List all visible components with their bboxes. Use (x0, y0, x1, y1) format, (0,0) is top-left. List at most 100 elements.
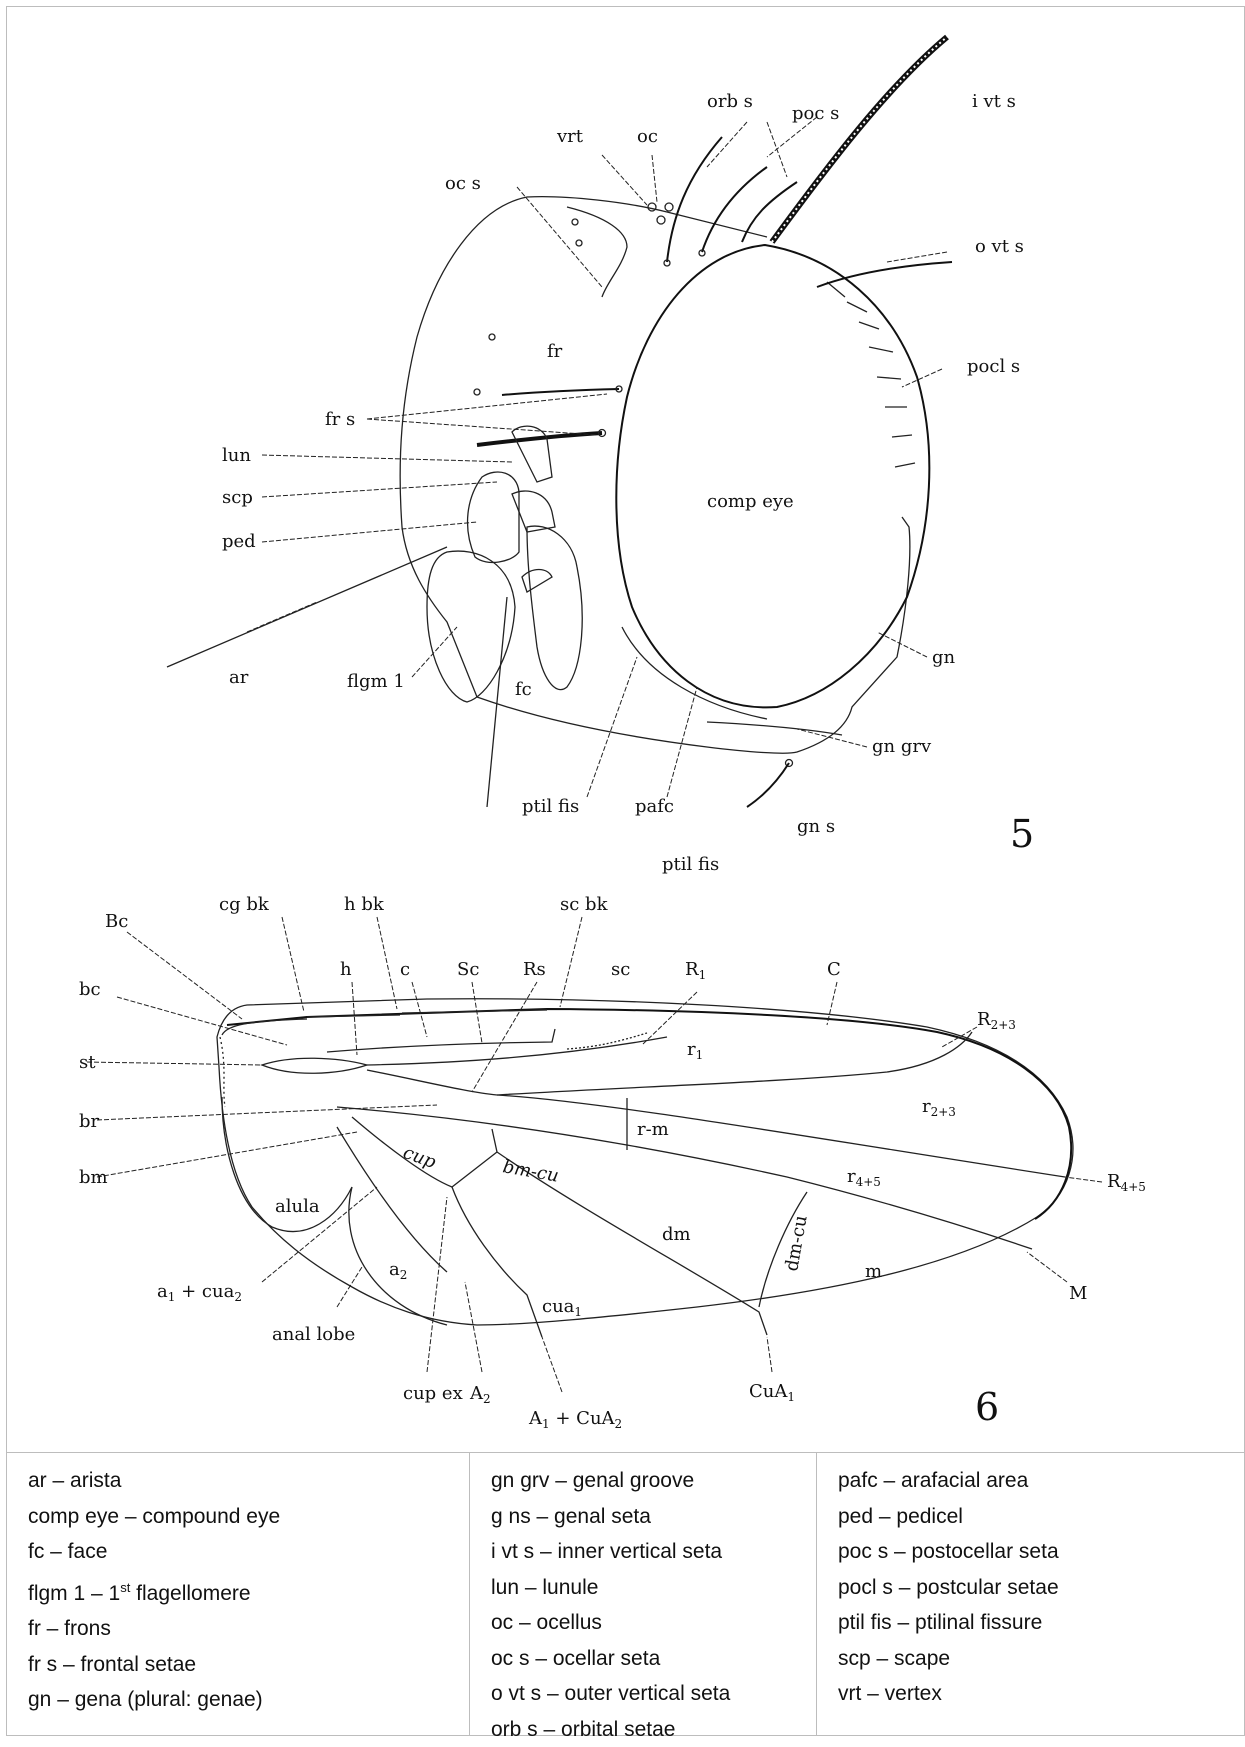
label-R1: R1 (685, 959, 706, 982)
r1-vein (367, 1037, 667, 1065)
label-vrt: vrt (556, 126, 584, 147)
label-A1-CuA2: A1 + CuA2 (528, 1408, 622, 1431)
label-Sc: Sc (457, 959, 479, 980)
label-scp: scp (222, 487, 253, 508)
label-C: C (827, 959, 841, 980)
legend-item: flgm 1 – 1st flagellomere (28, 1570, 469, 1612)
legend-item: gn – gena (plural: genae) (28, 1682, 469, 1718)
label-dm-cu: dm-cu (781, 1214, 811, 1273)
abbreviation-legend: ar – arista comp eye – compound eye fc –… (7, 1452, 1244, 1736)
label-fr-s: fr s (325, 409, 355, 430)
legend-item: gn grv – genal groove (491, 1463, 816, 1499)
label-ptil-fis-2: ptil fis (662, 854, 719, 875)
vertex-ridge (567, 207, 627, 297)
head-diagram: i vt s orb s poc s vrt oc oc s o vt s fr… (167, 37, 1034, 875)
label-A2: A2 (469, 1383, 491, 1406)
orbital-seta-2 (702, 167, 767, 252)
legend-item: lun – lunule (491, 1570, 816, 1606)
label-i-vt-s: i vt s (972, 91, 1016, 112)
label-a2: a2 (389, 1259, 407, 1282)
antenna (167, 426, 582, 807)
legend-item: oc s – ocellar seta (491, 1641, 816, 1677)
genal-groove (707, 722, 842, 735)
label-Rs: Rs (523, 959, 546, 980)
subcosta-vein (327, 1029, 555, 1052)
label-o-vt-s: o vt s (975, 236, 1024, 257)
label-bc: bc (79, 979, 101, 1000)
label-r23: r2+3 (922, 1096, 956, 1119)
label-fr: fr (547, 341, 563, 362)
legend-item: orb s – orbital setae (491, 1712, 816, 1747)
label-cup-ex: cup ex (403, 1383, 463, 1404)
label-r1: r1 (687, 1039, 703, 1062)
label-ar: ar (229, 667, 249, 688)
label-R23: R2+3 (977, 1009, 1016, 1032)
label-r-m: r-m (637, 1119, 669, 1140)
legend-column-3: pafc – arafacial area ped – pedicel poc … (817, 1453, 1244, 1736)
label-oc: oc (637, 126, 658, 147)
legend-item: poc s – postocellar seta (838, 1534, 1244, 1570)
label-m: m (865, 1261, 882, 1282)
label-ptil-fis: ptil fis (522, 796, 579, 817)
label-R45: R4+5 (1107, 1171, 1146, 1194)
legend-item: o vt s – outer vertical seta (491, 1676, 816, 1712)
label-M: M (1069, 1283, 1087, 1304)
legend-item: g ns – genal seta (491, 1499, 816, 1535)
label-dm: dm (662, 1224, 691, 1245)
legend-item: ptil fis – ptilinal fissure (838, 1605, 1244, 1641)
legend-column-2: gn grv – genal groove g ns – genal seta … (470, 1453, 817, 1736)
label-alula: alula (275, 1196, 320, 1217)
stigma (262, 1058, 367, 1073)
legend-item: ped – pedicel (838, 1499, 1244, 1535)
legend-item: fc – face (28, 1534, 469, 1570)
wing-outline (217, 999, 1073, 1325)
label-fc: fc (515, 679, 532, 700)
label-cup: cup (400, 1142, 439, 1173)
frons-contour (527, 197, 767, 237)
legend-item: comp eye – compound eye (28, 1499, 469, 1535)
label-r45: r4+5 (847, 1166, 881, 1189)
label-lun: lun (222, 445, 251, 466)
label-a1-cua2: a1 + cua2 (157, 1281, 242, 1304)
label-h-bk: h bk (344, 894, 385, 915)
label-orb-s: orb s (707, 91, 753, 112)
head-leader-lines (247, 117, 947, 797)
label-br: br (79, 1111, 100, 1132)
bm-cu-crossvein (492, 1129, 497, 1152)
label-poc-s: poc s (792, 103, 839, 124)
label-st: st (79, 1052, 96, 1073)
legend-column-1: ar – arista comp eye – compound eye fc –… (7, 1453, 470, 1736)
label-h: h (340, 959, 352, 980)
label-anal-lobe: anal lobe (272, 1324, 355, 1345)
label-oc-s: oc s (445, 173, 481, 194)
r23-vein (497, 1032, 972, 1095)
legend-item: pafc – arafacial area (838, 1463, 1244, 1499)
label-bm: bm (79, 1167, 108, 1188)
orbital-seta-1 (667, 137, 722, 262)
legend-item: i vt s – inner vertical seta (491, 1534, 816, 1570)
legend-item: scp – scape (838, 1641, 1244, 1677)
label-gn-grv: gn grv (872, 736, 932, 757)
figure-number-5: 5 (1010, 812, 1034, 856)
outer-vertical-seta (817, 262, 952, 287)
label-Bc: Bc (105, 911, 128, 932)
legend-item: fr s – frontal setae (28, 1647, 469, 1683)
label-sc-bk: sc bk (560, 894, 609, 915)
label-gn: gn (932, 647, 956, 668)
label-pafc: pafc (635, 796, 674, 817)
genal-seta (747, 763, 789, 807)
label-sc: sc (611, 959, 630, 980)
legend-item: pocl s – postcular setae (838, 1570, 1244, 1606)
figure-area: i vt s orb s poc s vrt oc oc s o vt s fr… (7, 7, 1244, 1452)
legend-item: ar – arista (28, 1463, 469, 1499)
label-cua1: cua1 (542, 1296, 582, 1319)
label-c: c (400, 959, 410, 980)
frontal-seta-2 (477, 433, 602, 445)
legend-item: vrt – vertex (838, 1676, 1244, 1712)
anal-lobe-outline (349, 1187, 447, 1325)
legend-item: fr – frons (28, 1611, 469, 1647)
figure-number-6: 6 (975, 1385, 999, 1429)
label-CuA1: CuA1 (749, 1381, 795, 1404)
compound-eye (616, 245, 929, 707)
label-bm-cu: bm-cu (501, 1156, 560, 1186)
